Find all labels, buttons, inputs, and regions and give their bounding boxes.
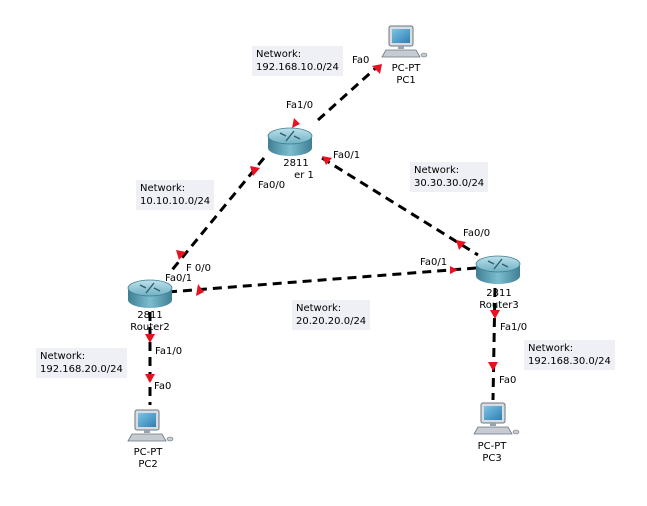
pc3-type: PC-PT [477,441,507,452]
pc2-label: PC-PT PC2 [128,447,168,471]
link-router3-pc3[interactable] [491,287,497,401]
network-note-192-168-20: Network: 192.168.20.0/24 [36,348,127,378]
router1-label: 2811 er 1 [276,158,316,182]
pc2-type: PC-PT [133,447,163,458]
pc3-name: PC3 [482,453,502,464]
network-note-label: Network: [528,343,574,354]
pc2-icon[interactable] [127,409,174,442]
network-note-value: 20.20.20.0/24 [296,316,367,327]
port-marker-router1-fa1-0 [292,118,300,128]
network-note-30-30-30: Network: 30.30.30.0/24 [410,162,489,192]
router1-model: 2811 [283,158,309,169]
port-label-router3-fa0-0: Fa0/0 [463,228,491,239]
network-note-value: 30.30.30.0/24 [414,178,485,189]
network-note-label: Network: [140,183,186,194]
port-marker-router3-fa1-0 [490,310,500,319]
network-note-value: 192.168.30.0/24 [528,356,611,367]
port-marker-router2-fa0-0 [176,250,186,260]
port-label-router3-fa0-1: Fa0/1 [420,257,448,268]
router1-name: er 1 [294,170,314,181]
port-marker-pc1-fa0 [372,64,382,74]
pc2-name: PC2 [138,459,158,470]
port-marker-router1-fa0-0 [250,166,260,176]
network-note-label: Network: [40,351,86,362]
link-router1-pc1[interactable] [316,64,380,122]
port-label-router1-fa1-0: Fa1/0 [286,100,314,111]
network-note-192-168-30: Network: 192.168.30.0/24 [524,340,615,370]
pc3-label: PC-PT PC3 [472,441,512,465]
network-note-10-10-10: Network: 10.10.10.0/24 [136,180,215,210]
port-label-router3-fa1-0: Fa1/0 [500,322,528,333]
router3-model: 2811 [486,288,512,299]
network-note-label: Network: [296,303,342,314]
router3-icon[interactable] [475,255,521,284]
network-note-value: 10.10.10.0/24 [140,196,211,207]
network-note-192-168-10: Network: 192.168.10.0/24 [252,46,343,76]
port-marker-router2-fa1-0 [145,334,155,343]
port-label-router2-fa1-0: Fa1/0 [155,346,183,357]
link-router1-router3[interactable] [321,156,479,257]
network-note-label: Network: [414,165,460,176]
network-note-value: 192.168.10.0/24 [256,62,339,73]
port-marker-pc2-fa0 [145,374,155,383]
port-label-router1-fa0-0: Fa0/0 [258,180,286,191]
port-label-pc3-fa0: Fa0 [499,375,517,386]
router2-icon[interactable] [127,279,173,308]
port-label-router2-fa0-0: F 0/0 [186,263,212,274]
network-note-value: 192.168.20.0/24 [40,364,123,375]
port-marker-pc3-fa0 [488,362,498,371]
router3-name: Router3 [479,300,519,311]
port-label-pc1-fa0: Fa0 [352,55,370,66]
pc1-type: PC-PT [391,63,421,74]
pc1-icon[interactable] [381,25,428,58]
pc1-name: PC1 [396,75,416,86]
port-label-router1-fa0-1: Fa0/1 [333,150,361,161]
port-marker-router2-fa0-1 [196,284,204,296]
router2-label: 2811 Router2 [126,310,174,334]
network-note-20-20-20: Network: 20.20.20.0/24 [292,300,371,330]
pc3-icon[interactable] [473,402,520,435]
port-marker-router3-fa0-0 [456,240,466,250]
port-marker-router1-fa0-1 [322,156,332,165]
port-label-pc2-fa0: Fa0 [154,381,172,392]
router3-label: 2811 Router3 [475,288,523,312]
router1-icon[interactable] [267,127,313,156]
pc1-label: PC-PT PC1 [386,63,426,87]
link-router2-router3[interactable] [167,266,477,294]
router2-name: Router2 [130,322,170,333]
link-router1-router2[interactable] [170,157,266,271]
port-marker-router3-fa0-1 [450,266,458,274]
port-label-router2-fa0-1: Fa0/1 [165,273,193,284]
router2-model: 2811 [137,310,163,321]
network-note-label: Network: [256,49,302,60]
